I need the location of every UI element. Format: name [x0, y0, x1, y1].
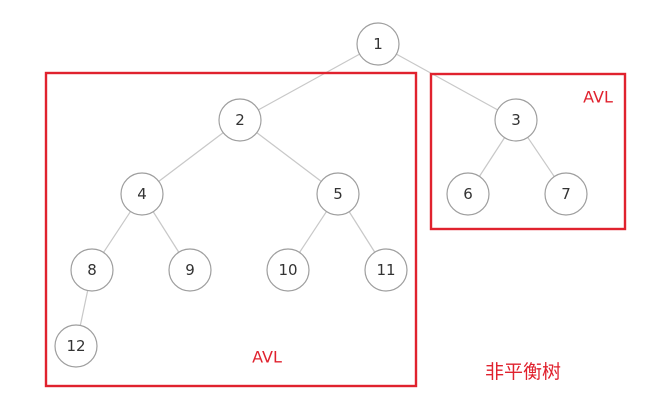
node-circle — [356, 22, 400, 66]
tree-node-6: 6 — [446, 172, 490, 216]
node-label: 1 — [373, 35, 383, 53]
node-circle — [544, 172, 588, 216]
node-circle — [120, 172, 164, 216]
tree-node-5: 5 — [316, 172, 360, 216]
node-label: 9 — [185, 261, 195, 279]
edge-1-2 — [258, 53, 360, 111]
edges-layer — [79, 53, 555, 326]
node-label: 8 — [87, 261, 97, 279]
node-circle — [364, 248, 408, 292]
node-circle — [446, 172, 490, 216]
tree-node-11: 11 — [364, 248, 408, 292]
node-label: 5 — [333, 185, 343, 203]
node-circle — [54, 324, 98, 368]
edge-4-8 — [103, 211, 131, 253]
edge-8-12 — [79, 290, 89, 326]
node-circle — [218, 98, 262, 142]
node-circle — [168, 248, 212, 292]
tree-node-4: 4 — [120, 172, 164, 216]
edge-3-7 — [527, 137, 555, 177]
edge-2-5 — [256, 132, 322, 182]
node-label: 3 — [511, 111, 521, 129]
node-label: 4 — [137, 185, 147, 203]
node-label: 10 — [278, 261, 297, 279]
avl-region-label-right: AVL — [583, 88, 613, 107]
edge-1-3 — [396, 53, 498, 111]
edge-5-11 — [348, 211, 376, 253]
tree-node-7: 7 — [544, 172, 588, 216]
edge-3-6 — [478, 137, 506, 177]
edge-4-9 — [152, 211, 180, 253]
node-label: 2 — [235, 111, 245, 129]
edge-5-10 — [299, 211, 327, 253]
node-circle — [316, 172, 360, 216]
tree-node-2: 2 — [218, 98, 262, 142]
tree-node-8: 8 — [70, 248, 114, 292]
node-circle — [266, 248, 310, 292]
edge-2-4 — [158, 132, 224, 182]
node-label: 11 — [376, 261, 395, 279]
tree-node-1: 1 — [356, 22, 400, 66]
tree-node-3: 3 — [494, 98, 538, 142]
tree-node-9: 9 — [168, 248, 212, 292]
tree-node-10: 10 — [266, 248, 310, 292]
node-label: 12 — [66, 337, 85, 355]
regions-layer: AVL AVL — [44, 71, 627, 388]
node-circle — [70, 248, 114, 292]
avl-region-box-right — [429, 72, 627, 231]
node-label: 6 — [463, 185, 473, 203]
caption-unbalanced-tree: 非平衡树 — [485, 361, 561, 383]
node-circle — [494, 98, 538, 142]
tree-node-12: 12 — [54, 324, 98, 368]
avl-region-label-left: AVL — [252, 348, 282, 367]
node-label: 7 — [561, 185, 571, 203]
avl-region-box-left — [44, 71, 418, 388]
